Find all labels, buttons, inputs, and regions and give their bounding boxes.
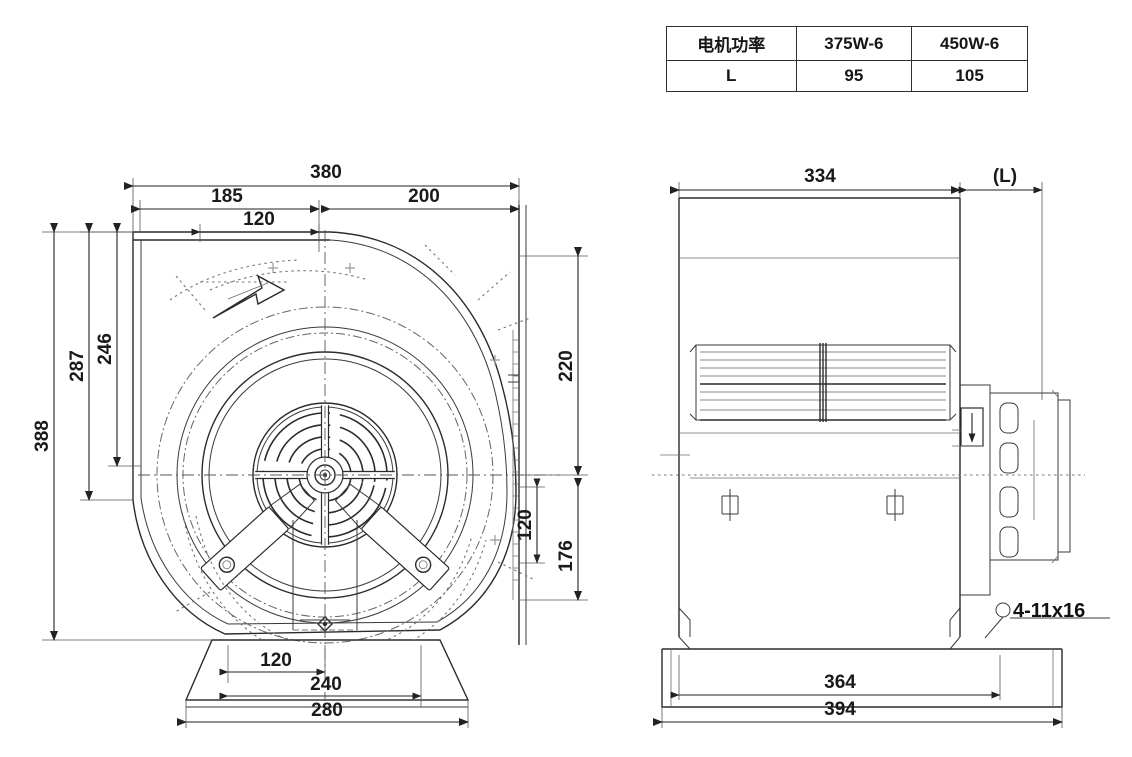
table-row: L 95 105 — [666, 60, 1028, 92]
dimension-394: 394 — [653, 699, 1063, 728]
dimension-280: 280 — [177, 700, 469, 728]
mounting-bracket-right — [334, 483, 450, 591]
dimension-220: 220 — [519, 247, 588, 476]
dim-120-top-label: 120 — [243, 209, 275, 230]
side-base-foot — [661, 636, 1063, 708]
spec-table-container: 电机功率 375W-6 450W-6 L 95 105 — [666, 26, 1028, 92]
motor-power-spec-table: 电机功率 375W-6 450W-6 L 95 105 — [666, 26, 1028, 92]
dim-380-label: 380 — [310, 162, 342, 183]
table-row: 电机功率 375W-6 450W-6 — [666, 26, 1028, 61]
dim-364-label: 364 — [824, 672, 856, 693]
body-fastener-symbols — [721, 489, 904, 521]
dimension-246: 246 — [95, 223, 141, 467]
front-view-centerlines — [138, 230, 560, 700]
dimension-334: 334 — [670, 166, 961, 198]
outlet-flange — [508, 205, 527, 645]
dim-185-label: 185 — [211, 186, 243, 207]
dimension-120-right: 120 — [515, 478, 545, 564]
dim-280-label: 280 — [311, 700, 343, 721]
mounting-bracket-left — [200, 483, 316, 591]
dimension-364: 364 — [670, 655, 1001, 700]
mount-slots — [999, 402, 1019, 558]
dimension-120-bottom: 120 — [219, 645, 326, 683]
table-cell-motor-power-label: 电机功率 — [666, 26, 797, 61]
dimension-200: 200 — [321, 186, 520, 213]
dimension-380: 380 — [124, 162, 520, 232]
dim-120-bottom-label: 120 — [260, 650, 292, 671]
dimension-176: 176 — [519, 478, 588, 601]
airflow-arrow — [200, 274, 290, 319]
dimension-L: (L) — [958, 166, 1043, 400]
side-housing-outline — [678, 197, 961, 637]
direction-arrow-box — [952, 407, 984, 447]
side-view-centerline — [652, 454, 1085, 476]
dim-200-label: 200 — [408, 186, 440, 207]
table-cell-l-95: 95 — [795, 60, 913, 92]
dim-287-label: 287 — [67, 350, 88, 382]
dim-394-label: 394 — [824, 699, 856, 720]
center-cross-marks — [268, 263, 500, 545]
dim-334-label: 334 — [804, 166, 836, 187]
leader-lines — [174, 244, 536, 613]
dimension-240: 240 — [219, 645, 422, 707]
dim-120-right-label: 120 — [515, 509, 536, 541]
hole-callout-label: 4-11x16 — [1013, 600, 1085, 622]
dim-388-label: 388 — [32, 420, 53, 452]
dim-240-label: 240 — [310, 674, 342, 695]
motor-mount-plate — [960, 384, 1071, 596]
dim-220-label: 220 — [556, 350, 577, 382]
dimension-185: 185 — [131, 186, 320, 252]
table-cell-motor-power-450: 450W-6 — [911, 26, 1028, 61]
dim-L-label: (L) — [993, 166, 1017, 187]
dimension-120-top: 120 — [191, 209, 320, 242]
table-cell-l-105: 105 — [911, 60, 1028, 92]
dim-246-label: 246 — [95, 333, 116, 365]
side-view: 4-11x16 334 (L) — [652, 166, 1110, 728]
table-cell-l-label: L — [666, 60, 797, 92]
impeller-hidden-arcs — [169, 259, 487, 640]
dimension-388: 388 — [32, 223, 212, 641]
dim-176-label: 176 — [556, 540, 577, 572]
impeller-blade-pack — [689, 343, 957, 422]
leg-fastener-symbol — [317, 616, 333, 632]
scroll-housing-outline — [132, 231, 517, 635]
front-view: 380 185 200 120 — [32, 162, 588, 728]
hole-callout: 4-11x16 — [984, 600, 1110, 639]
table-cell-motor-power-375: 375W-6 — [795, 26, 913, 61]
dimension-287: 287 — [67, 223, 133, 501]
